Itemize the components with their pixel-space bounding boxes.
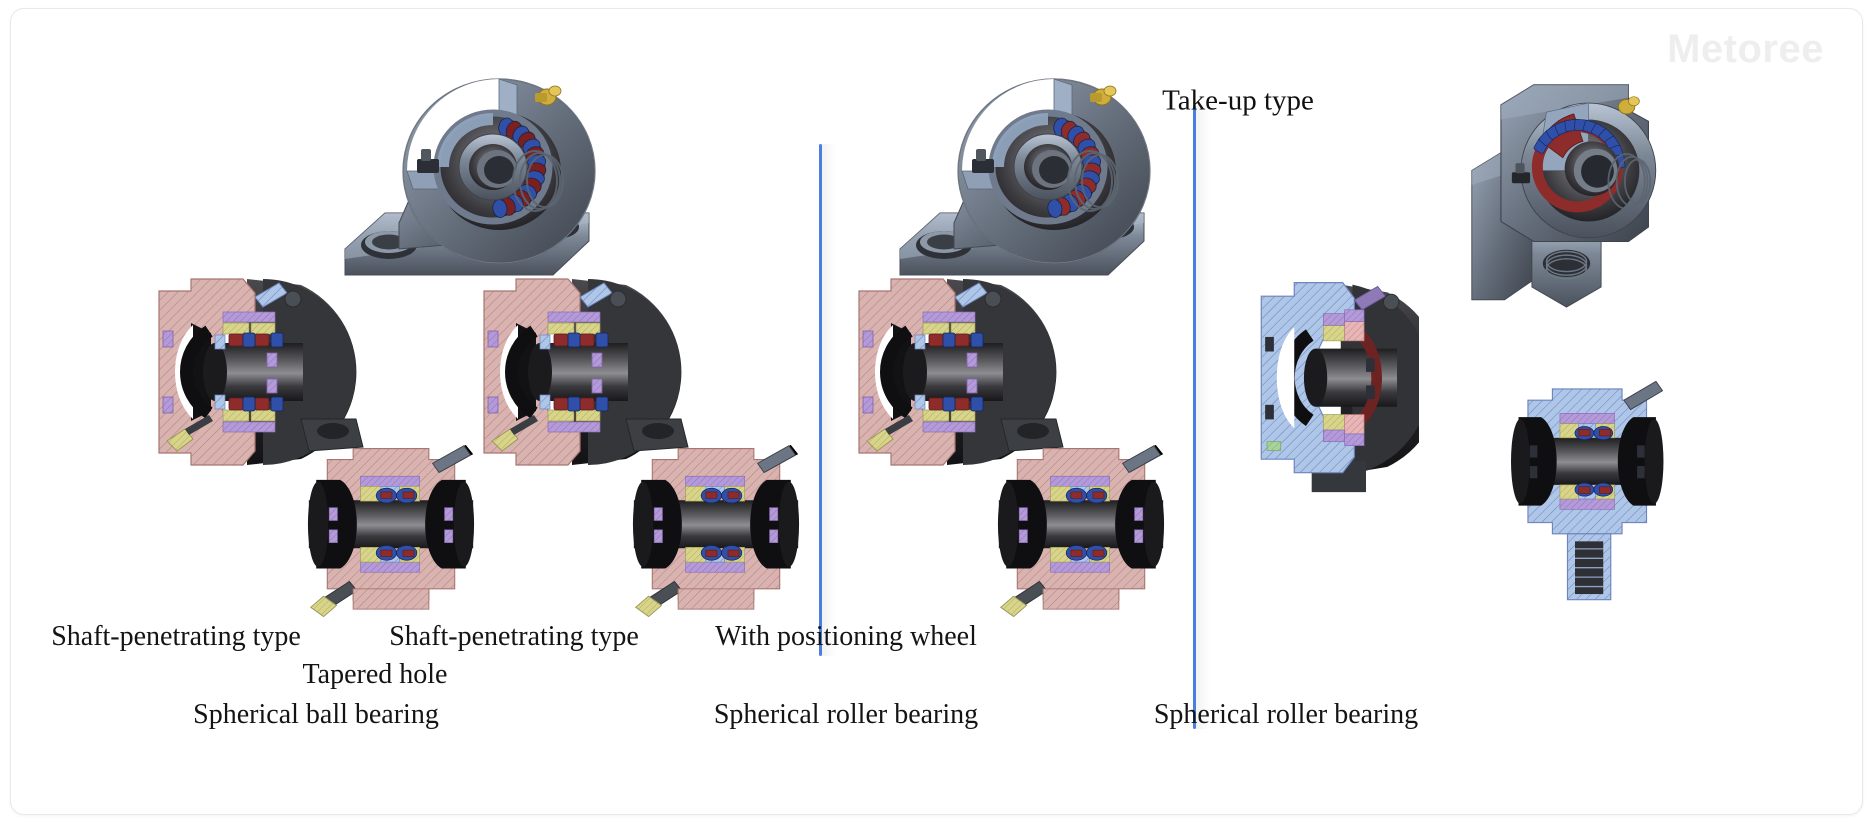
- pillow-block-3d-body: [899, 78, 1151, 276]
- pillow-block-3d-ball: [321, 63, 611, 288]
- pillow-section-side-body: [632, 444, 800, 618]
- pillow-section-front-a: [151, 269, 366, 469]
- pillow-section-side-b-svg: [632, 444, 800, 618]
- grease-nipple-takeup: [1617, 96, 1640, 115]
- divider-1: [819, 144, 822, 656]
- caption-spherical-ball-bearing: Spherical ball bearing: [193, 698, 439, 730]
- pillow-block-3d-body: [344, 78, 596, 276]
- divider-1-shadow: [822, 144, 836, 656]
- pillow-section-side-b: [621, 443, 811, 623]
- divider-2-shadow: [1196, 105, 1210, 729]
- caption-with-positioning-wheel: With positioning wheel: [715, 620, 977, 652]
- pillow-section-side-body: [307, 444, 475, 618]
- pillow-block-3d-roller-svg: [899, 78, 1151, 276]
- divider-2: [1193, 105, 1196, 729]
- pillow-section-front-c-svg: [858, 278, 1064, 466]
- pillow-section-front-b: [476, 269, 691, 469]
- caption-shaft-penetrating-2: Shaft-penetrating type: [389, 620, 639, 652]
- take-up-section-side: [1511, 366, 1671, 616]
- pillow-section-side-c: [986, 443, 1176, 623]
- pillow-section-side-c-svg: [997, 444, 1165, 618]
- caption-spherical-roller-bearing-right: Spherical roller bearing: [1153, 698, 1419, 730]
- take-up-3d-body: [1471, 84, 1657, 308]
- take-up-section-front: [1249, 271, 1419, 496]
- pillow-section-front-b-svg: [483, 278, 689, 466]
- grease-nipple: [1090, 85, 1117, 106]
- figure-card: Metoree Take-up type: [10, 8, 1863, 815]
- pillow-block-3d-roller: [876, 63, 1166, 288]
- take-up-section-front-body: [1260, 282, 1419, 493]
- grease-nipple-section: [166, 415, 213, 452]
- pillow-section-front-a-svg: [158, 278, 364, 466]
- take-up-section-front-svg: [1260, 282, 1419, 493]
- grease-nipple-section: [866, 415, 913, 452]
- grease-nipple: [535, 85, 562, 106]
- pillow-block-3d-ball-svg: [344, 78, 596, 276]
- metoree-watermark: Metoree: [1667, 27, 1824, 71]
- pillow-section-front-body: [158, 278, 364, 466]
- take-up-3d-svg: [1471, 84, 1657, 308]
- take-up-section-side-svg: [1511, 380, 1664, 601]
- pillow-section-side-a-svg: [307, 444, 475, 618]
- pillow-section-front-c: [851, 269, 1066, 469]
- pillow-section-front-body: [483, 278, 689, 466]
- caption-shaft-penetrating-1: Shaft-penetrating type: [51, 620, 301, 652]
- pillow-section-side-body: [997, 444, 1165, 618]
- pillow-section-side-a: [296, 443, 486, 623]
- take-up-section-side-body: [1511, 380, 1664, 601]
- pillow-section-front-body: [858, 278, 1064, 466]
- grease-nipple-section: [491, 415, 538, 452]
- take-up-type-label: Take-up type: [1162, 84, 1314, 117]
- caption-tapered-hole: Tapered hole: [302, 658, 448, 690]
- take-up-3d: [1401, 63, 1681, 318]
- caption-spherical-roller-bearing-mid: Spherical roller bearing: [713, 698, 979, 730]
